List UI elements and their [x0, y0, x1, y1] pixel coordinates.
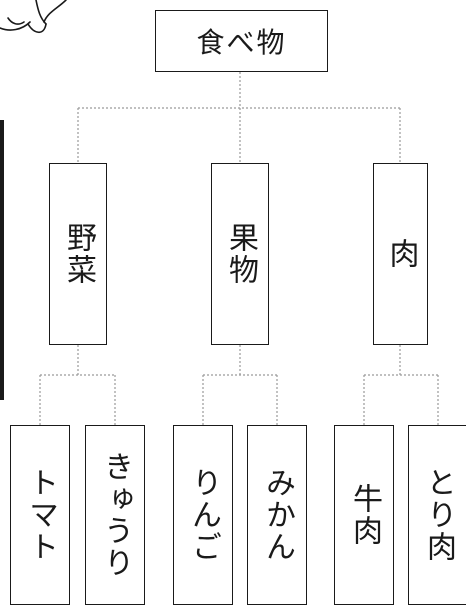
item-node-apple: りんご [173, 425, 233, 605]
item-node-chicken: とり肉 [408, 425, 466, 605]
item-label-tomato: トマト [23, 467, 58, 563]
item-node-tomato: トマト [10, 425, 70, 605]
root-label: 食べ物 [196, 26, 287, 59]
item-label-cucumber: きゅうり [98, 451, 133, 579]
item-label-mandarin: みかん [260, 467, 295, 563]
item-node-beef: 牛肉 [334, 425, 394, 605]
item-node-mandarin: みかん [247, 425, 307, 605]
item-node-cucumber: きゅうり [85, 425, 145, 605]
category-node-vegetables: 野菜 [49, 163, 107, 345]
item-label-apple: りんご [186, 467, 221, 563]
category-node-meat: 肉 [373, 163, 428, 345]
category-node-fruits: 果物 [211, 163, 269, 345]
category-label-vegetables: 野菜 [61, 222, 96, 286]
root-node: 食べ物 [155, 10, 328, 72]
item-label-chicken: とり肉 [421, 467, 456, 563]
item-label-beef: 牛肉 [347, 483, 382, 547]
left-edge-bar [0, 120, 4, 400]
category-label-fruits: 果物 [223, 222, 258, 286]
category-label-meat: 肉 [383, 238, 419, 270]
